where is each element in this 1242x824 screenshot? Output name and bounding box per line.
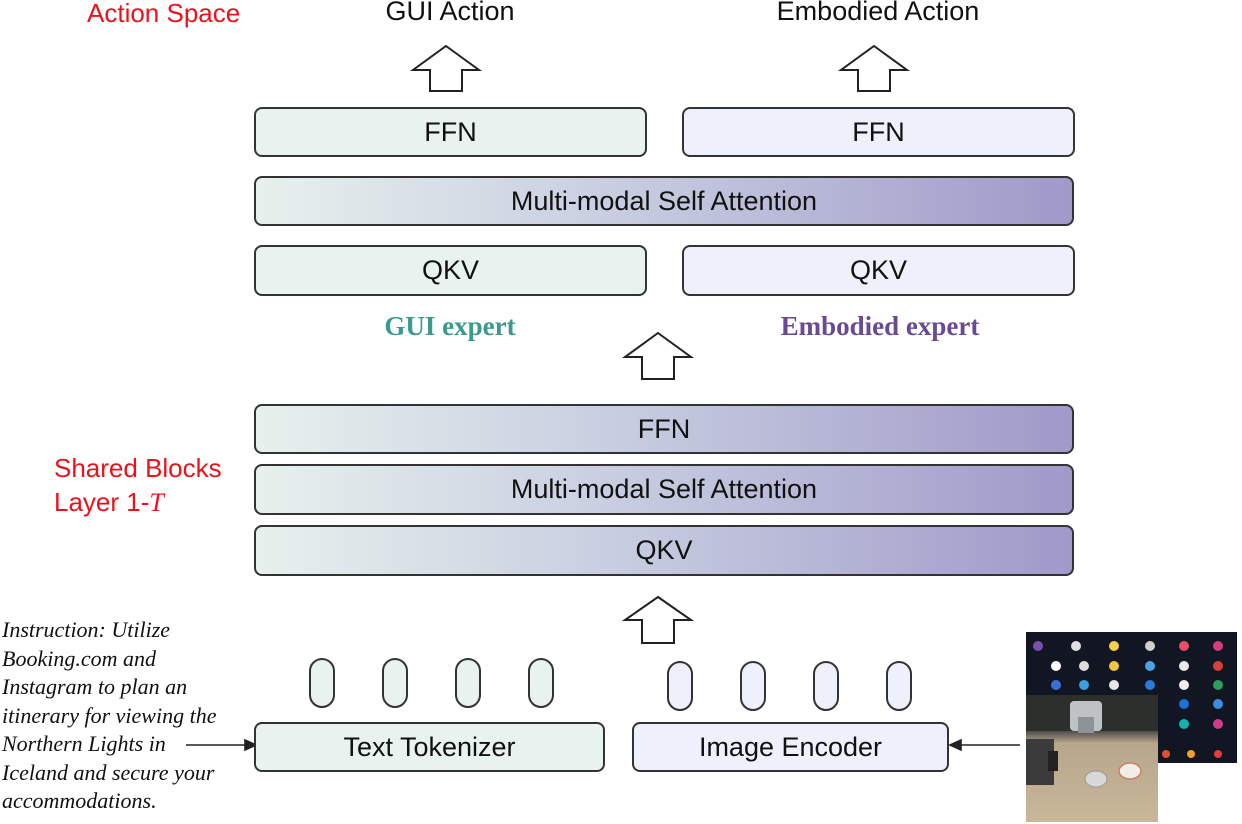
text-tokenizer-box: Text Tokenizer [254, 722, 605, 772]
expert-attention-label: Multi-modal Self Attention [510, 185, 818, 216]
instruction-line: Iceland and secure your [2, 759, 215, 785]
image-token-4 [886, 661, 912, 711]
instruction-line: Instagram to plan an [2, 674, 188, 699]
image-token-2 [740, 661, 766, 711]
arrow-up-embodied-output [837, 44, 911, 92]
gui-expert-ffn-box: FFN [254, 107, 647, 157]
gui-expert-qkv-box: QKV [254, 245, 647, 296]
image-token-1 [667, 661, 693, 711]
text-token-1 [309, 658, 335, 708]
image-encoder-box: Image Encoder [632, 722, 949, 772]
embodied-expert-qkv-box: QKV [682, 245, 1075, 296]
shared-qkv-label: QKV [635, 535, 693, 565]
embodied-expert-label: Embodied expert [780, 311, 980, 341]
arrow-up-to-experts [621, 331, 695, 380]
shared-blocks-label-line2: Layer 1-T [54, 485, 222, 520]
kitchen-scene [1026, 695, 1158, 788]
shared-ffn-label: FFN [637, 413, 691, 444]
embodied-expert-qkv-label: QKV [849, 255, 908, 285]
shared-blocks-label-line1: Shared Blocks [54, 453, 222, 483]
instruction-line: Instruction: Utilize [2, 617, 171, 642]
gui-action-title: GUI Action [385, 0, 515, 26]
embodied-expert-ffn-label: FFN [852, 116, 905, 147]
action-space-label: Action Space [87, 0, 241, 28]
instruction-arrowhead [244, 738, 258, 752]
arrow-up-gui-output [409, 44, 483, 92]
text-token-2 [382, 658, 408, 708]
instruction-text: Instruction: Utilize Booking.com and Ins… [2, 616, 252, 816]
layer-prefix: Layer 1- [54, 487, 150, 517]
image-token-3 [813, 661, 839, 711]
shared-qkv-box: QKV [254, 525, 1074, 576]
expert-attention-box: Multi-modal Self Attention [254, 176, 1074, 226]
robot-scene-image [1026, 695, 1158, 822]
embodied-action-title: Embodied Action [776, 0, 980, 26]
gui-expert-qkv-label: QKV [421, 255, 480, 285]
gui-expert-ffn-label: FFN [424, 116, 477, 147]
instruction-line: accommodations. [2, 788, 157, 813]
shared-attention-box: Multi-modal Self Attention [254, 464, 1074, 515]
image-encoder-label: Image Encoder [698, 731, 883, 762]
shared-blocks-label: Shared Blocks Layer 1-T [54, 451, 222, 520]
arrow-up-to-shared [621, 595, 695, 644]
instruction-line: Booking.com and [2, 645, 156, 671]
text-token-3 [455, 658, 481, 708]
app-icon-grid [1033, 641, 1223, 758]
instruction-line: Northern Lights in [2, 731, 166, 756]
shared-attention-label: Multi-modal Self Attention [510, 474, 818, 504]
gui-expert-label: GUI expert [384, 311, 516, 341]
text-token-4 [528, 658, 554, 708]
embodied-expert-ffn-box: FFN [682, 107, 1075, 157]
image-arrowhead [948, 738, 962, 752]
text-tokenizer-label: Text Tokenizer [343, 731, 516, 762]
shared-ffn-box: FFN [254, 404, 1074, 454]
instruction-line: itinerary for viewing the [2, 702, 217, 728]
layer-variable: T [149, 488, 164, 517]
